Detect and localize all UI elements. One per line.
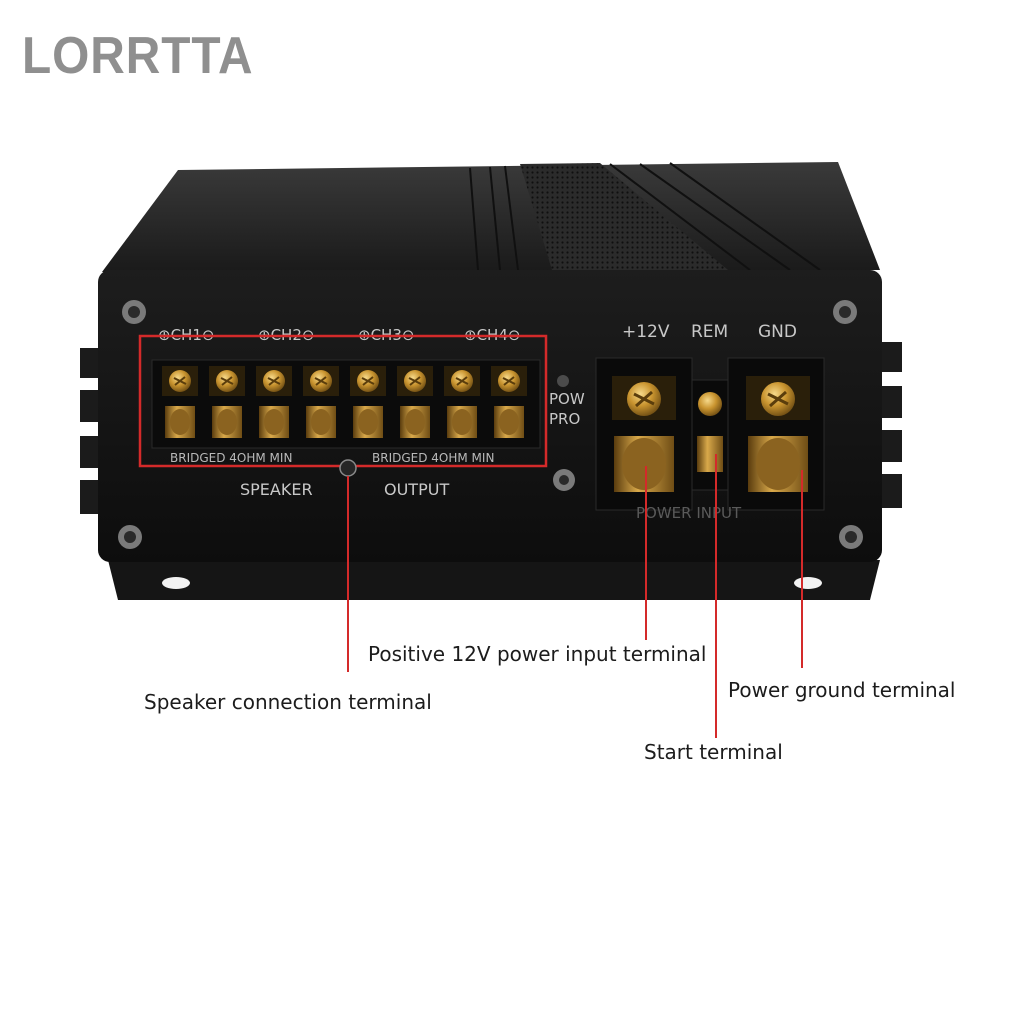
svg-text:GND: GND [758,322,797,342]
speaker-terminal-3 [256,366,292,438]
chassis-top [102,162,880,272]
pro-label: PRO [549,410,580,428]
speaker-label: SPEAKER [240,480,313,499]
corner-screws [118,300,863,549]
power-input-label: POWER INPUT [636,504,742,522]
power-led [557,375,569,387]
svg-text:BRIDGED 4OHM MIN: BRIDGED 4OHM MIN [170,451,292,465]
power-terminal-block [595,357,825,511]
svg-text:BRIDGED 4OHM MIN: BRIDGED 4OHM MIN [372,451,494,465]
brand-logo: LORRTTA [22,27,254,85]
mounting-foot [108,560,880,600]
speaker-terminal-5 [350,366,386,438]
callout-start-terminal: Start terminal [644,740,783,764]
pow-label: POW [549,390,585,408]
power-terminal-labels: +12V REM GND [622,322,797,342]
speaker-terminals [162,366,527,438]
bridged-labels: BRIDGED 4OHM MIN BRIDGED 4OHM MIN [170,451,494,465]
speaker-terminal-6 [397,366,433,438]
speaker-terminal-1 [162,366,198,438]
speaker-terminal-8 [491,366,527,438]
svg-text:+12V: +12V [622,322,670,342]
speaker-terminal-7 [444,366,480,438]
callout-ground-terminal: Power ground terminal [728,678,956,702]
svg-text:REM: REM [691,322,728,342]
speaker-pointer-dot [339,459,357,477]
output-label: OUTPUT [384,480,449,499]
callout-speaker-terminal: Speaker connection terminal [144,690,432,714]
speaker-terminal-4 [303,366,339,438]
callout-positive-terminal: Positive 12V power input terminal [368,642,707,666]
annotation-lines [347,454,803,738]
speaker-terminal-2 [209,366,245,438]
